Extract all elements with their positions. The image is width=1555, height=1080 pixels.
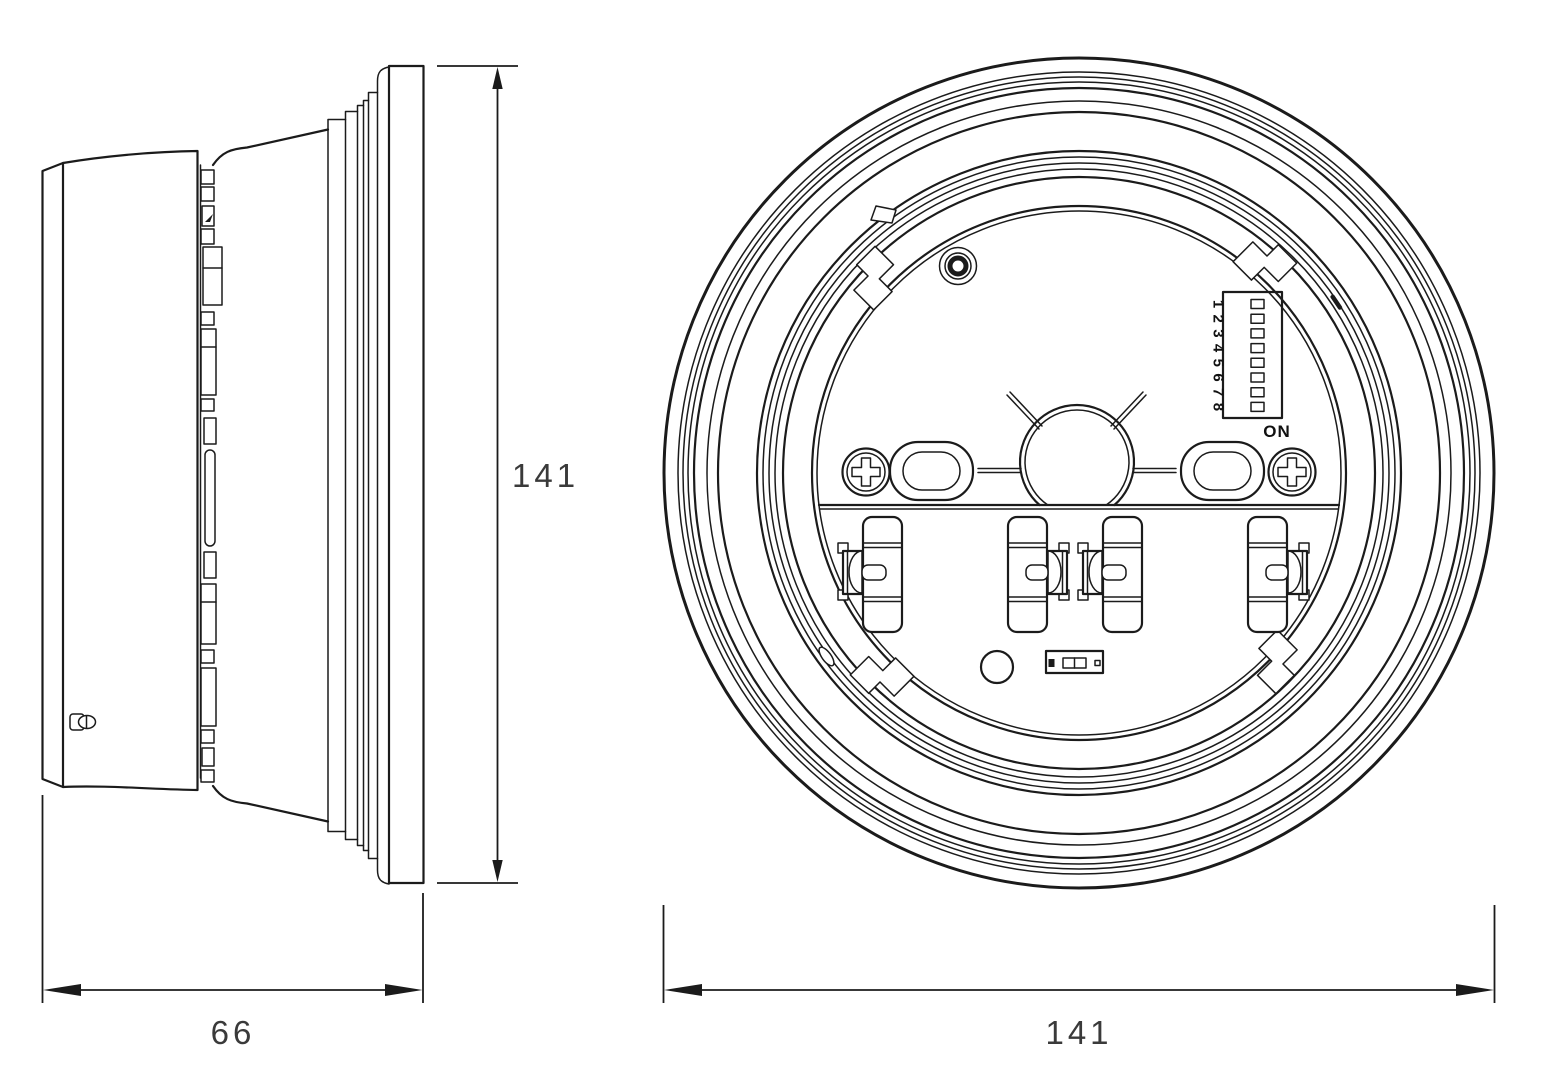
- outer-rings: [662, 56, 1496, 890]
- terminal-block-2[interactable]: [1006, 515, 1070, 634]
- screw-left: [841, 447, 891, 497]
- ring-notch: [870, 205, 897, 224]
- screw-right: [1267, 447, 1317, 497]
- led-indicator: [938, 246, 978, 286]
- mounting-hole-bottom: [979, 649, 1015, 685]
- inner-plate-ring: [810, 204, 1348, 742]
- height-dimension-label: 141: [512, 457, 579, 494]
- screw-slot: [1088, 550, 1103, 594]
- separator-line: [817, 503, 1341, 510]
- screw-slot: [848, 550, 863, 594]
- mounting-plate-profile: [387, 64, 425, 885]
- diameter-dimension-label: 141: [1045, 1014, 1112, 1051]
- mounting-slot-right: [1179, 440, 1266, 502]
- height-dimension: 141: [437, 65, 579, 884]
- bayonet-tabs: [849, 241, 1298, 697]
- dip-on-label: ON: [1263, 422, 1291, 441]
- screw-cross-left: [851, 457, 881, 487]
- led-window: [69, 713, 97, 731]
- bayonet-tab-ne: [1232, 241, 1298, 283]
- svg-text:5: 5: [1210, 359, 1227, 367]
- svg-text:4: 4: [1210, 344, 1227, 353]
- diameter-dimension: 141: [662, 905, 1496, 1051]
- dip-switch-sliders[interactable]: [1250, 298, 1265, 413]
- terminal-block-4[interactable]: [1246, 515, 1310, 634]
- svg-text:8: 8: [1210, 403, 1227, 411]
- screw-slot: [1287, 550, 1302, 594]
- ring-slot-tick-left: [818, 646, 835, 667]
- latch-detail-strip: [199, 164, 223, 783]
- tapered-skirt: [211, 128, 330, 823]
- width-dimension-label: 66: [211, 1014, 256, 1051]
- svg-text:7: 7: [1210, 388, 1227, 396]
- bayonet-tab-sw: [849, 655, 915, 697]
- mounting-slot-left: [888, 440, 975, 502]
- svg-text:6: 6: [1210, 373, 1227, 381]
- base-rings-profile: [327, 64, 425, 885]
- svg-text:2: 2: [1210, 315, 1227, 323]
- detector-dome: [61, 149, 199, 792]
- terminal-block-1[interactable]: [837, 515, 904, 634]
- jumper-switch[interactable]: [1044, 649, 1105, 675]
- side-view: 141 66: [41, 64, 579, 1051]
- ring-slot-tick-right: [1330, 294, 1343, 310]
- alignment-arrow: [205, 214, 213, 222]
- dip-switch: 1 2 3 4 5 6 7 8 ON: [1210, 290, 1291, 441]
- bayonet-tab-se: [1256, 629, 1298, 695]
- terminal-block-3[interactable]: [1077, 515, 1144, 634]
- screw-slot: [1047, 550, 1062, 594]
- bayonet-tab-nw: [853, 245, 895, 311]
- center-knockout: [977, 391, 1177, 507]
- dip-switch-numbers: 1 2 3 4 5 6 7 8: [1210, 300, 1227, 411]
- front-rim: [41, 161, 65, 789]
- width-dimension: 66: [41, 795, 424, 1051]
- screw-cross-right: [1277, 457, 1307, 487]
- back-view: 1 2 3 4 5 6 7 8 ON: [662, 56, 1496, 1051]
- svg-text:3: 3: [1210, 329, 1227, 337]
- svg-text:1: 1: [1210, 300, 1227, 308]
